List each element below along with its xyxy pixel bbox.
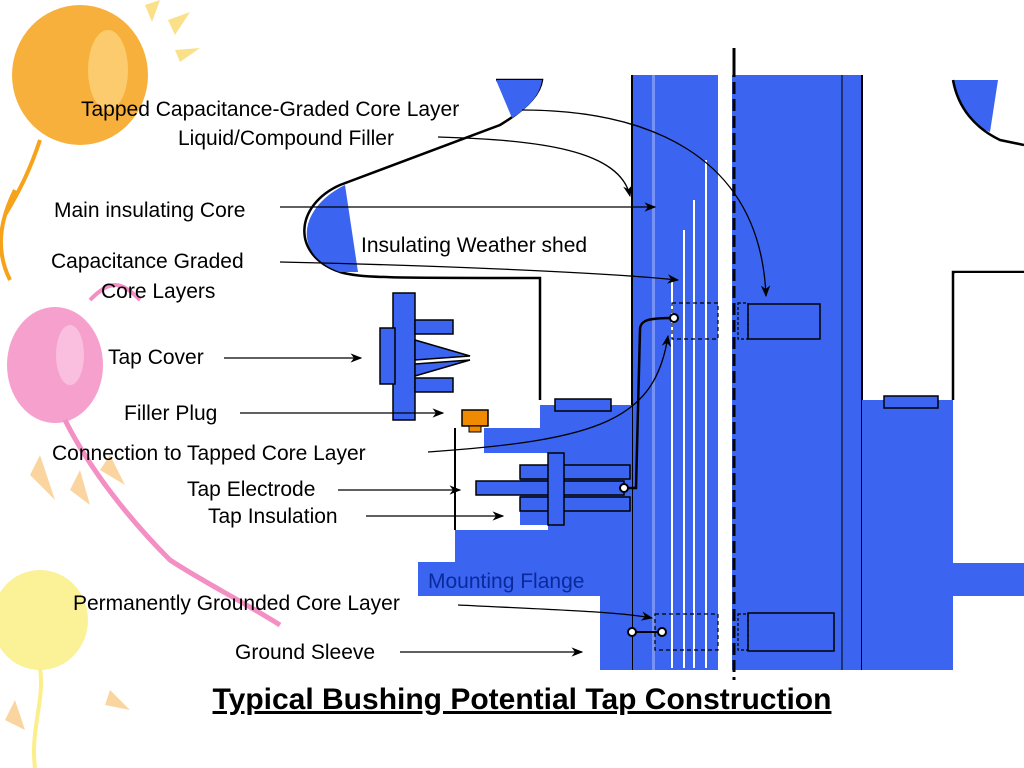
bushing-body xyxy=(631,48,863,680)
label-mounting-flange: Mounting Flange xyxy=(428,570,585,593)
label-tapped-layer: Tapped Capacitance-Graded Core Layer xyxy=(81,98,460,121)
balloon-decoration xyxy=(0,0,282,768)
tap-cover xyxy=(379,292,471,421)
mounting-flange-right xyxy=(862,395,1024,670)
label-grounded-layer: Permanently Grounded Core Layer xyxy=(73,592,400,615)
label-connection: Connection to Tapped Core Layer xyxy=(52,442,366,465)
label-filler-plug: Filler Plug xyxy=(124,402,218,425)
label-ground-sleeve: Ground Sleeve xyxy=(235,641,376,664)
label-liquid-filler: Liquid/Compound Filler xyxy=(178,127,394,150)
label-tap-electrode: Tap Electrode xyxy=(187,478,316,501)
slide-title: Typical Bushing Potential Tap Constructi… xyxy=(212,683,832,716)
leader-lines xyxy=(224,109,771,657)
label-tap-cover: Tap Cover xyxy=(108,346,204,369)
filler-plug xyxy=(461,409,489,433)
label-tap-insulation: Tap Insulation xyxy=(208,505,338,528)
label-capacitance-layers-2: Core Layers xyxy=(101,280,216,303)
label-capacitance-layers-1: Capacitance Graded xyxy=(51,250,244,273)
label-weather-shed: Insulating Weather shed xyxy=(361,234,588,257)
label-main-insulating-core: Main insulating Core xyxy=(54,199,246,222)
weather-shed-right xyxy=(951,79,1024,563)
mounting-flange-left xyxy=(418,313,679,670)
